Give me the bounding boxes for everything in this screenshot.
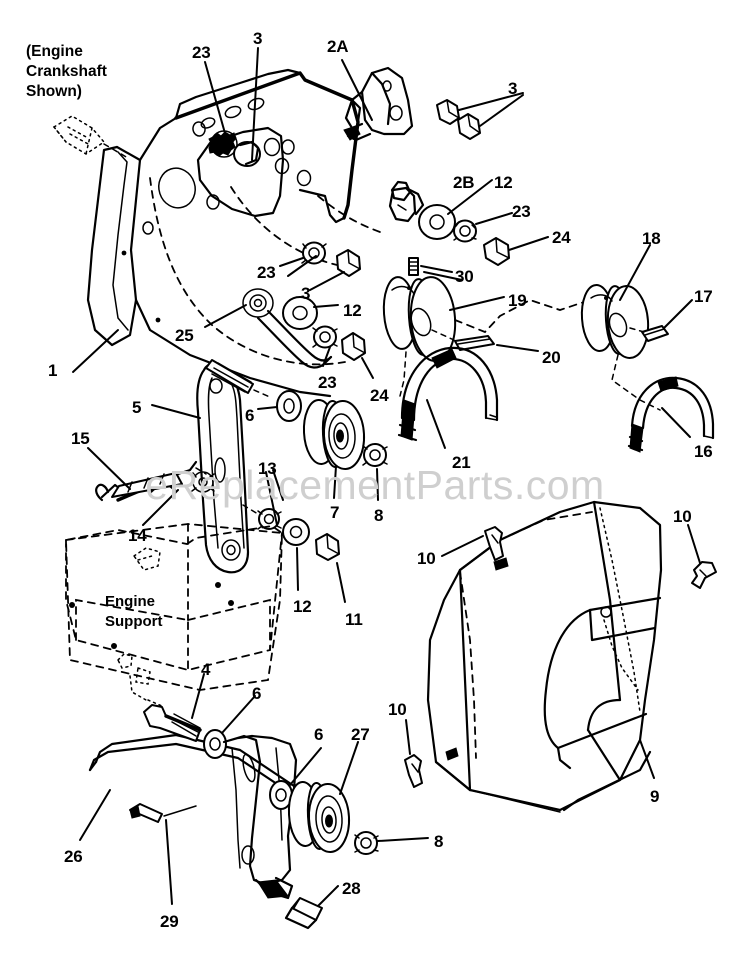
part-nut-bolt-middle — [279, 241, 361, 291]
callout-2B: 2B — [453, 173, 475, 192]
callout-6: 6 — [314, 725, 324, 744]
part-spacer-washer-bolt-lower — [242, 504, 346, 603]
callout-15: 15 — [71, 429, 90, 448]
callout-18: 18 — [642, 229, 661, 248]
callout-10: 10 — [673, 507, 692, 526]
callout-6: 6 — [245, 406, 255, 425]
callout-29: 29 — [160, 912, 179, 931]
part-washer-pulley-nut-lower — [269, 741, 429, 855]
callout-23: 23 — [512, 202, 531, 221]
callout-26: 26 — [64, 847, 83, 866]
callout-5: 5 — [132, 398, 142, 417]
part-crank-rod — [204, 288, 333, 369]
callout-10: 10 — [417, 549, 436, 568]
part-hex-bolt-upper-pair — [436, 92, 524, 140]
callout-3: 3 — [508, 79, 518, 98]
part-lower-bracket — [222, 734, 298, 900]
callout-16: 16 — [694, 442, 713, 461]
callout-1: 1 — [48, 361, 58, 380]
part-drive-belt-center — [397, 346, 499, 449]
callout-7: 7 — [330, 503, 340, 522]
callout-27: 27 — [351, 725, 370, 744]
part-main-frame-plate — [52, 68, 381, 398]
callout-3: 3 — [253, 29, 263, 48]
part-key-right — [629, 299, 693, 342]
part-key-center — [431, 329, 539, 352]
callout-30: 30 — [455, 267, 474, 286]
part-pulley-right — [580, 244, 661, 411]
callout-8: 8 — [374, 506, 384, 525]
callout-2A: 2A — [327, 37, 349, 56]
leader-lines — [72, 47, 463, 526]
callout-12: 12 — [293, 597, 312, 616]
note-engine-crankshaft: (Engine Crankshaft Shown) — [26, 43, 107, 100]
callout-11: 11 — [345, 610, 363, 629]
callout-23: 23 — [257, 263, 276, 282]
part-engine-bracket-upper — [343, 66, 414, 142]
callout-21: 21 — [452, 453, 471, 472]
callout-24: 24 — [552, 228, 571, 247]
callout-6: 6 — [252, 684, 262, 703]
part-belt-shroud — [404, 500, 717, 813]
part-bolt-washer-lower — [143, 673, 256, 759]
callout-4: 4 — [201, 660, 211, 679]
callout-17: 17 — [694, 287, 713, 306]
callout-8: 8 — [434, 832, 444, 851]
callout-24: 24 — [370, 386, 389, 405]
callout-10: 10 — [388, 700, 407, 719]
callout-20: 20 — [542, 348, 561, 367]
part-engine-bracket-lower — [388, 180, 425, 223]
part-pulley-center — [382, 276, 591, 397]
callout-19: 19 — [508, 291, 527, 310]
callout-14: 14 — [128, 526, 147, 545]
part-bushing — [284, 885, 339, 930]
part-washer-pulley-nut-middle — [257, 390, 388, 501]
callout-12: 12 — [343, 301, 362, 320]
callout-23: 23 — [318, 373, 337, 392]
callout-3: 3 — [301, 284, 311, 303]
part-drive-belt-right — [627, 376, 715, 453]
callout-12: 12 — [494, 173, 513, 192]
part-idler-arm — [151, 362, 250, 574]
callout-23: 23 — [192, 43, 211, 62]
part-washer-nut-bolt-middle — [282, 296, 374, 379]
note-engine-support: Engine Support — [105, 593, 163, 630]
callout-25: 25 — [175, 326, 194, 345]
callout-13: 13 — [258, 459, 277, 478]
part-washer-nut-bolt-upper — [418, 179, 549, 266]
callout-9: 9 — [650, 787, 660, 806]
part-roll-pin — [129, 803, 197, 905]
part-spring-and-rod — [87, 359, 273, 526]
part-engine-support-ghost — [65, 523, 283, 707]
callout-28: 28 — [342, 879, 361, 898]
part-set-screw — [408, 257, 453, 276]
